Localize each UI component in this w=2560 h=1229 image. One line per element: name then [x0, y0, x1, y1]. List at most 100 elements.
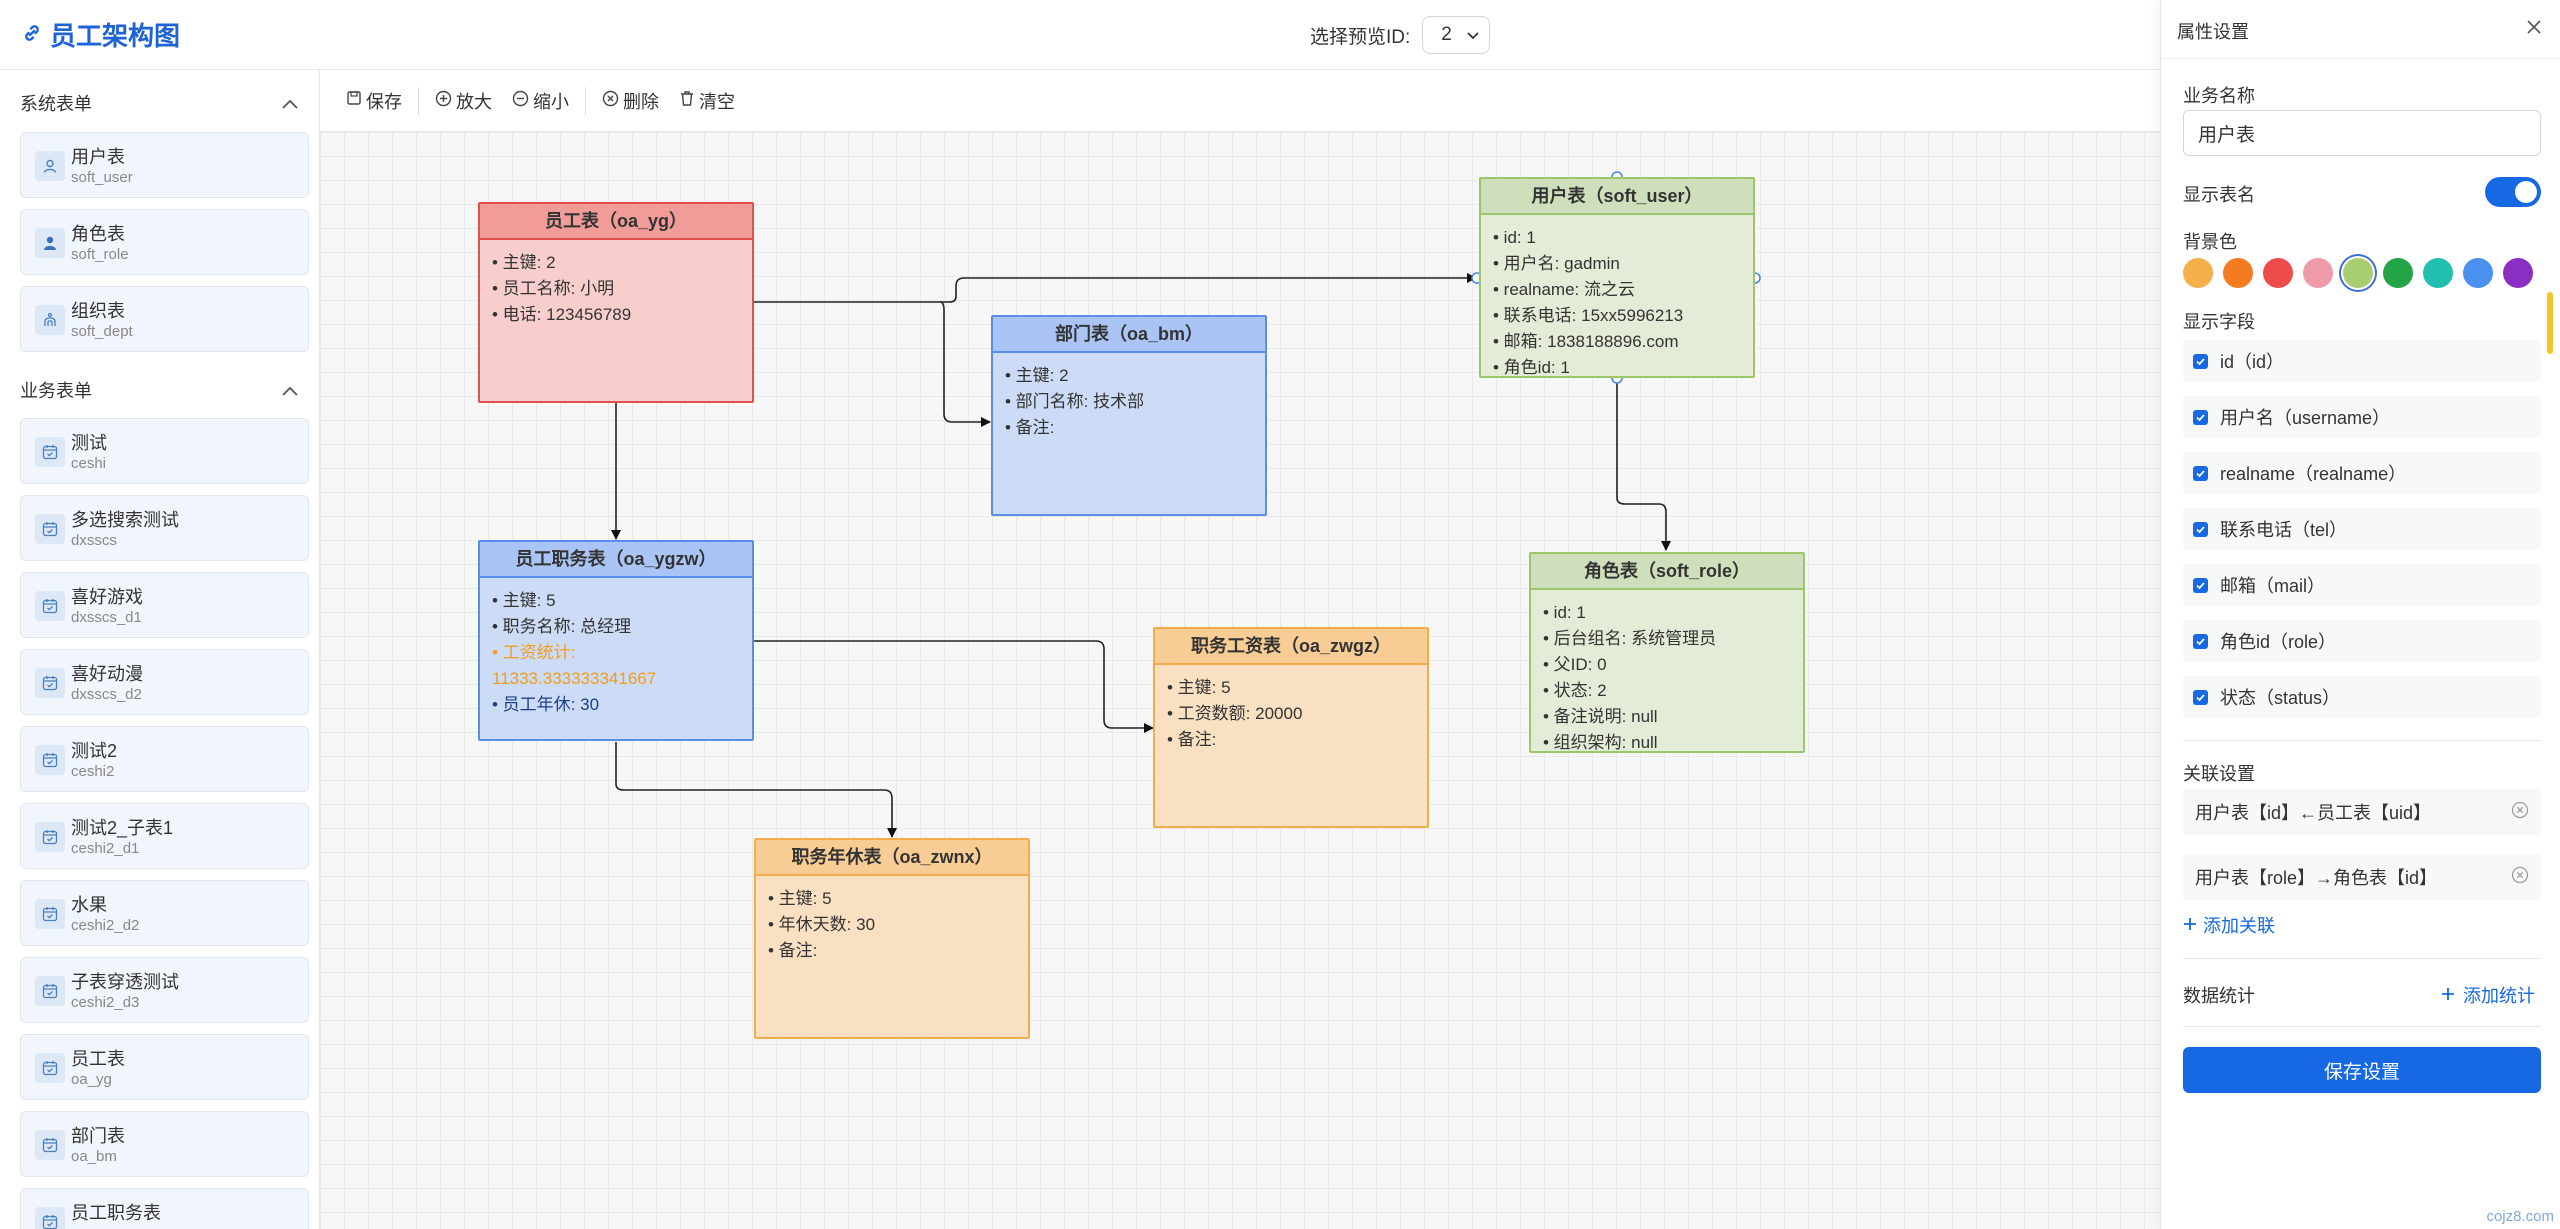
display-field-row[interactable]: 联系电话（tel）	[2183, 508, 2541, 550]
close-icon[interactable]	[2527, 20, 2541, 39]
node-user-table[interactable]: 用户表（soft_user） • id: 1 • 用户名: gadmin • r…	[1479, 177, 1755, 378]
preview-id-select[interactable]: 2	[1422, 16, 1491, 54]
clear-button[interactable]: 清空	[669, 88, 745, 114]
node-field: • 电话: 123456789	[492, 305, 632, 324]
field-checkbox[interactable]	[2193, 409, 2208, 425]
zoom-out-button[interactable]: 缩小	[502, 88, 579, 114]
node-position-leave-table[interactable]: 职务年休表（oa_zwnx） • 主键: 5 • 年休天数: 30 • 备注:	[754, 838, 1030, 1039]
node-field: • 部门名称: 技术部	[1005, 392, 1145, 411]
form-icon	[35, 1053, 65, 1083]
add-stats-button[interactable]: 添加统计	[2441, 982, 2535, 1008]
diagram-canvas[interactable]: 员工表（oa_yg） • 主键: 2 • 员工名称: 小明 • 电话: 1234…	[320, 132, 2160, 1229]
panel-divider	[2183, 1026, 2541, 1027]
edge-ygzw-zwnx[interactable]	[615, 742, 897, 838]
node-fields: • 主键: 2 • 部门名称: 技术部 • 备注:	[993, 353, 1265, 451]
color-swatch[interactable]	[2383, 258, 2413, 288]
remove-relation-icon[interactable]	[2511, 801, 2529, 824]
node-department-table[interactable]: 部门表（oa_bm） • 主键: 2 • 部门名称: 技术部 • 备注:	[991, 315, 1267, 516]
color-swatch[interactable]	[2183, 258, 2213, 288]
color-swatch[interactable]	[2303, 258, 2333, 288]
scrollbar-thumb[interactable]	[2547, 292, 2553, 354]
display-field-row[interactable]: 用户名（username）	[2183, 396, 2541, 438]
field-label: 状态（status）	[2220, 688, 2341, 708]
node-field: • 工资数额: 20000	[1167, 704, 1303, 723]
remove-relation-icon[interactable]	[2511, 866, 2529, 889]
field-checkbox[interactable]	[2193, 633, 2208, 649]
field-checkbox[interactable]	[2193, 689, 2208, 705]
color-swatch[interactable]	[2263, 258, 2293, 288]
node-field: • 角色id: 1	[1493, 358, 1570, 377]
sidebar-item-code: oa_bm	[71, 1148, 117, 1165]
field-checkbox[interactable]	[2193, 577, 2208, 593]
node-employee-table[interactable]: 员工表（oa_yg） • 主键: 2 • 员工名称: 小明 • 电话: 1234…	[478, 202, 754, 403]
zoom-in-label: 放大	[456, 91, 492, 112]
edge-yg-bm[interactable]	[939, 301, 991, 427]
display-field-row[interactable]: id（id）	[2183, 340, 2541, 382]
chevron-down-icon	[1467, 24, 1479, 46]
color-swatch[interactable]	[2223, 258, 2253, 288]
node-title: 职务年休表（oa_zwnx）	[756, 840, 1028, 876]
preview-select-value: 2	[1441, 24, 1452, 45]
display-field-row[interactable]: 邮箱（mail）	[2183, 564, 2541, 606]
business-section-header[interactable]: 业务表单	[20, 375, 298, 405]
color-swatch[interactable]	[2343, 258, 2373, 288]
sidebar-item-form-10[interactable]: 员工职务表	[20, 1188, 309, 1229]
chevron-up-icon[interactable]	[282, 93, 298, 114]
node-employee-position-table[interactable]: 员工职务表（oa_ygzw） • 主键: 5 • 职务名称: 总经理 • 工资统…	[478, 540, 754, 741]
field-checkbox[interactable]	[2193, 465, 2208, 481]
trash-icon	[679, 90, 695, 112]
chevron-up-icon[interactable]	[282, 380, 298, 401]
save-settings-button[interactable]: 保存设置	[2183, 1047, 2541, 1093]
node-field: • id: 1	[1543, 603, 1586, 622]
business-name-input[interactable]: 用户表	[2183, 110, 2541, 156]
system-section-header[interactable]: 系统表单	[20, 88, 298, 118]
field-checkbox[interactable]	[2193, 521, 2208, 537]
relation-row[interactable]: 用户表【id】←员工表【uid】	[2183, 789, 2541, 835]
display-field-row[interactable]: 状态（status）	[2183, 676, 2541, 718]
node-field: • 员工年休: 30	[492, 695, 600, 714]
sidebar-item-label: 部门表	[71, 1126, 125, 1146]
node-position-salary-table[interactable]: 职务工资表（oa_zwgz） • 主键: 5 • 工资数额: 20000 • 备…	[1153, 627, 1429, 828]
field-checkbox[interactable]	[2193, 353, 2208, 369]
delete-button[interactable]: 删除	[592, 88, 669, 114]
show-name-toggle[interactable]	[2485, 177, 2541, 207]
relation-row[interactable]: 用户表【role】→角色表【id】	[2183, 854, 2541, 900]
color-swatch[interactable]	[2423, 258, 2453, 288]
node-field: • 职务名称: 总经理	[492, 617, 632, 636]
color-swatch[interactable]	[2463, 258, 2493, 288]
zoom-in-button[interactable]: 放大	[425, 88, 502, 114]
system-section-title: 系统表单	[20, 94, 92, 114]
edge-ygzw-zwgz[interactable]	[754, 640, 1154, 733]
sidebar-item-oa_bm[interactable]: 部门表 oa_bm	[20, 1111, 309, 1177]
field-label: 邮箱（mail）	[2220, 576, 2326, 596]
plus-icon	[2183, 915, 2197, 936]
add-relation-button[interactable]: 添加关联	[2183, 912, 2275, 938]
field-label: 联系电话（tel）	[2220, 520, 2348, 540]
sidebar-item-code: soft_role	[71, 246, 129, 263]
edge-yg-user[interactable]	[754, 273, 1477, 303]
show-name-label: 显示表名	[2183, 185, 2255, 205]
save-button[interactable]: 保存	[336, 88, 412, 114]
node-role-table[interactable]: 角色表（soft_role） • id: 1 • 后台组名: 系统管理员 • 父…	[1529, 552, 1805, 753]
node-title: 员工表（oa_yg）	[480, 204, 752, 240]
display-field-row[interactable]: realname（realname）	[2183, 452, 2541, 494]
node-field: • 主键: 5	[768, 889, 832, 908]
preview-selector: 选择预览ID: 2	[1310, 16, 1491, 54]
color-swatch[interactable]	[2503, 258, 2533, 288]
org-icon	[35, 305, 65, 335]
edge-user-role[interactable]	[1616, 378, 1671, 551]
node-field: • 年休天数: 30	[768, 915, 876, 934]
display-field-row[interactable]: 角色id（role）	[2183, 620, 2541, 662]
